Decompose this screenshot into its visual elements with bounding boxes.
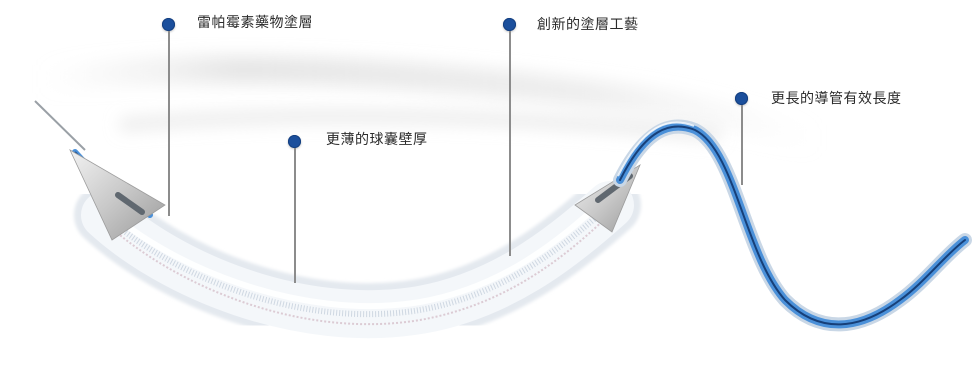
catheter-shaft — [613, 119, 972, 332]
callout-dot-coating-process — [503, 18, 516, 31]
callout-leader-coating-process — [509, 31, 511, 256]
callout-dot-drug-coating — [162, 18, 175, 31]
callout-label-coating-process: 創新的塗層工藝 — [537, 17, 639, 33]
callout-leader-drug-coating — [168, 31, 170, 216]
guidewire-tip — [34, 100, 86, 151]
callout-label-balloon-wall: 更薄的球囊壁厚 — [326, 132, 428, 148]
callout-label-drug-coating: 雷帕霉素藥物塗層 — [197, 15, 313, 31]
callout-dot-effective-length — [735, 92, 748, 105]
balloon — [74, 174, 641, 346]
callout-label-effective-length: 更長的導管有效長度 — [771, 91, 902, 107]
callout-leader-balloon-wall — [294, 148, 296, 283]
callout-leader-effective-length — [741, 105, 743, 185]
callout-dot-balloon-wall — [288, 135, 301, 148]
